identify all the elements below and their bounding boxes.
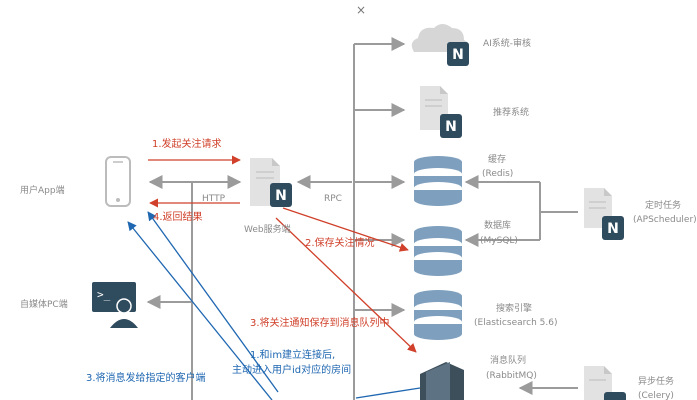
im-connect-label-2: 主动进入用户id对应的房间 <box>232 363 351 376</box>
blue-flows <box>127 211 421 400</box>
async-title: 异步任务 <box>638 375 674 387</box>
svg-text:N: N <box>452 47 464 63</box>
rpc-label: RPC <box>324 194 342 204</box>
step3-arrow <box>275 217 417 353</box>
n-badge-icon: N <box>447 42 469 66</box>
svg-text:N: N <box>445 119 457 135</box>
db-sub: (MySQL) <box>480 236 518 246</box>
database-icon <box>414 290 462 340</box>
user-app-label: 用户App端 <box>20 184 65 196</box>
recommend-label: 推荐系统 <box>493 106 529 118</box>
http-label: HTTP <box>202 194 226 204</box>
n-badge-icon <box>604 392 626 400</box>
gray-connectors <box>146 37 578 400</box>
close-icon[interactable]: × <box>356 3 366 17</box>
step1-label: 1.发起关注请求 <box>152 137 222 150</box>
scheduled-sub: (APScheduler) <box>633 215 697 225</box>
cache-title: 缓存 <box>488 153 506 165</box>
n-badge-icon: N <box>440 114 462 138</box>
web-service-label: Web服务端 <box>244 223 291 235</box>
search-sub: (Elasticsearch 5.6) <box>474 318 557 328</box>
database-icon <box>414 156 462 206</box>
step3-send-label: 3.将消息发给指定的客户端 <box>86 371 206 384</box>
send-client-arrow <box>127 221 273 400</box>
ai-system-label: AI系统-审核 <box>483 37 531 49</box>
cache-sub: (Redis) <box>482 169 513 179</box>
n-badge-icon: N <box>270 183 292 207</box>
search-title: 搜索引擎 <box>496 302 532 314</box>
async-sub: (Celery) <box>638 391 674 400</box>
scheduled-title: 定时任务 <box>645 199 681 211</box>
mq-title: 消息队列 <box>490 354 526 366</box>
step2-label: 2.保存关注情况 <box>305 236 375 249</box>
step3-save-label: 3.将关注通知保存到消息队列中 <box>250 316 390 329</box>
svg-text:>_: >_ <box>97 288 111 301</box>
database-icon <box>414 226 462 276</box>
svg-text:N: N <box>275 188 287 204</box>
phone-icon <box>105 156 131 207</box>
message-queue-icon <box>420 362 464 400</box>
svg-text:N: N <box>607 221 619 237</box>
step2-arrow <box>282 207 409 252</box>
mq-blue-line <box>355 387 421 399</box>
mq-sub: (RabbitMQ) <box>486 371 537 381</box>
media-pc-label: 自媒体PC端 <box>20 298 68 310</box>
im-connect-label-1: 1.和im建立连接后, <box>250 348 335 361</box>
im-connect-arrow <box>147 211 279 393</box>
db-title: 数据库 <box>484 219 511 231</box>
monitor-user-icon: >_ <box>92 282 138 328</box>
red-flows <box>148 155 417 353</box>
step4-label: 4.返回结果 <box>153 210 203 223</box>
n-badge-icon: N <box>602 216 624 240</box>
document-icon <box>584 366 612 400</box>
